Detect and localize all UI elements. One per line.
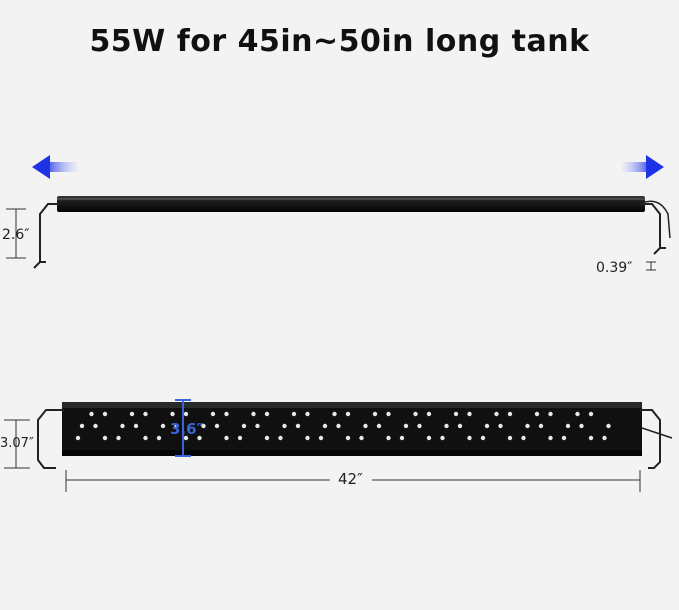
led-dot [417, 423, 422, 429]
led-dot [588, 435, 594, 441]
front-height-label: 3.07″ [0, 436, 34, 451]
led-dot [183, 435, 189, 441]
led-dot [467, 435, 472, 441]
led-dot [386, 435, 391, 441]
led-dot [507, 435, 513, 441]
led-dot [453, 411, 459, 417]
led-dot [322, 423, 328, 429]
led-dot [305, 435, 310, 441]
led-dot [291, 411, 297, 417]
led-dot [345, 411, 351, 417]
led-dot [129, 411, 135, 417]
led-dot [332, 411, 337, 417]
led-dot [538, 423, 544, 429]
led-dot [359, 435, 364, 441]
extend-left-arrow-icon [32, 155, 78, 179]
length-marker [65, 470, 641, 492]
led-dot [494, 411, 499, 417]
led-dot [183, 411, 189, 417]
extend-right-arrow-icon [622, 155, 664, 179]
front-view-fixture [37, 402, 673, 469]
led-dot [399, 435, 405, 441]
clearance-label: 0.39″ [596, 260, 633, 276]
led-dot [305, 411, 310, 417]
side-height-label: 2.6″ [2, 227, 30, 243]
light-width-marker [175, 399, 191, 457]
led-dot [403, 423, 409, 429]
led-dot [89, 411, 94, 417]
led-dot [548, 435, 553, 441]
led-dot [561, 435, 567, 441]
led-dot [376, 423, 382, 429]
led-dot [264, 435, 270, 441]
front-height-marker [4, 419, 30, 469]
led-dot [197, 435, 202, 441]
led-dot [156, 435, 162, 441]
led-dot [170, 411, 175, 417]
led-dot [386, 411, 391, 417]
led-dot [606, 423, 611, 429]
led-dot [143, 435, 148, 441]
led-dot [264, 411, 270, 417]
led-dot [116, 435, 121, 441]
length-label: 42″ [338, 470, 363, 488]
led-dot [318, 435, 324, 441]
led-dot [363, 423, 368, 429]
led-dot [201, 423, 206, 429]
led-dot [295, 423, 301, 429]
led-dot [210, 411, 216, 417]
led-dot [457, 423, 463, 429]
side-view-fixture [33, 196, 671, 269]
led-dot [278, 435, 283, 441]
led-dot [440, 435, 445, 441]
led-dot [75, 435, 81, 441]
led-dot [444, 423, 449, 429]
led-dot [160, 423, 166, 429]
led-dot [120, 423, 125, 429]
led-dot [143, 411, 148, 417]
led-dot [372, 411, 378, 417]
led-dot [224, 411, 229, 417]
side-height-marker [6, 208, 26, 259]
led-dot [241, 423, 247, 429]
led-dot [336, 423, 341, 429]
led-dot [251, 411, 256, 417]
led-dot [426, 411, 432, 417]
led-dot [525, 423, 530, 429]
clearance-marker [646, 261, 656, 271]
led-dot [282, 423, 287, 429]
led-dot [255, 423, 260, 429]
led-dot [480, 435, 486, 441]
led-dot [102, 435, 108, 441]
led-dot [498, 423, 503, 429]
led-dot [345, 435, 351, 441]
led-dot [102, 411, 108, 417]
led-dot [507, 411, 513, 417]
led-dot [602, 435, 607, 441]
led-dot [426, 435, 432, 441]
led-dot [484, 423, 490, 429]
led-dot [579, 423, 584, 429]
page-title: 55W for 45in~50in long tank [89, 24, 590, 59]
led-dot [224, 435, 229, 441]
led-dot [534, 411, 540, 417]
led-dot [565, 423, 571, 429]
led-dot [174, 423, 179, 429]
led-dot [588, 411, 594, 417]
led-dot [548, 411, 553, 417]
led-dot [79, 423, 85, 429]
led-dot [133, 423, 139, 429]
led-dot [575, 411, 580, 417]
led-dot [214, 423, 220, 429]
led-dot [413, 411, 418, 417]
led-dot [521, 435, 526, 441]
light-width-label: 3.6″ [170, 420, 204, 438]
led-dot [467, 411, 472, 417]
led-dot [237, 435, 243, 441]
led-dot [93, 423, 98, 429]
